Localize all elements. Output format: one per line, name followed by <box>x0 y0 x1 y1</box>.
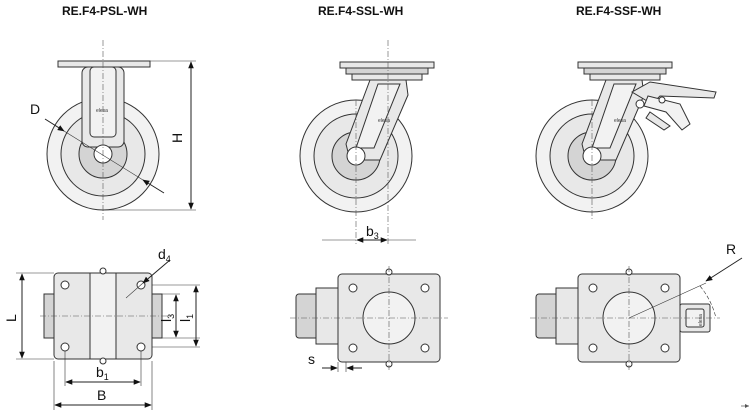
ssf-side-view: elesa <box>535 61 717 220</box>
ssf-mount-hole <box>660 343 670 353</box>
psl-mount-hole <box>136 342 146 352</box>
ssf-brand-label: elesa <box>614 118 626 124</box>
dimension-D: D <box>30 101 40 117</box>
ssf-top-brand-label: elesa <box>698 314 704 326</box>
ssf-swivel-ring <box>583 67 667 75</box>
dimension-B: B <box>97 387 106 403</box>
ssf-brake-pivot <box>635 99 645 109</box>
ssl-top-plate <box>339 61 435 69</box>
ssf-top-plate <box>577 61 673 69</box>
psl-top-view: d4 L l3 l1 b1 B <box>3 246 200 410</box>
dimension-L: L <box>3 314 19 322</box>
dimension-l3-sub: 3 <box>166 314 176 319</box>
ssf-brake-pad <box>645 111 671 131</box>
dimension-l1-sub: 1 <box>185 314 195 319</box>
psl-side-view: elesa H D <box>30 40 196 220</box>
title-ssf: RE.F4-SSF-WH <box>576 4 661 18</box>
ssl-mount-hole <box>348 343 358 353</box>
ssl-side-view: elesa b3 <box>299 40 435 244</box>
psl-brand-label: elesa <box>96 108 108 114</box>
dimension-b3-base: b <box>366 223 374 239</box>
dimension-b3-sub: 3 <box>374 231 379 241</box>
ssl-swivel-ring <box>345 67 429 75</box>
ssl-brand-label: elesa <box>378 118 390 124</box>
ssl-top-view: s <box>290 266 448 372</box>
dimension-l3: l3 <box>158 314 176 322</box>
dimension-s: s <box>308 351 315 367</box>
dimension-H: H <box>169 133 185 143</box>
ssl-mount-hole <box>420 343 430 353</box>
ssl-fork-inner <box>355 83 401 149</box>
dimension-d4: d4 <box>158 246 171 264</box>
psl-mount-hole <box>60 280 70 290</box>
ssf-brake-lever <box>631 81 717 105</box>
ssf-mount-hole <box>588 283 598 293</box>
dimension-R: R <box>726 241 736 257</box>
dimension-d4-sub: 4 <box>166 254 171 264</box>
title-ssl: RE.F4-SSL-WH <box>318 4 403 18</box>
dimension-l3-base: l <box>158 319 174 322</box>
arrow-right-icon <box>741 404 749 408</box>
dimension-b1-sub: 1 <box>104 372 109 382</box>
ssl-swivel-base <box>351 73 423 81</box>
dimension-b1-base: b <box>96 364 104 380</box>
ssf-top-view: elesa R <box>530 241 743 370</box>
ssf-mount-hole <box>660 283 670 293</box>
dimension-b1: b1 <box>96 364 109 382</box>
ssf-swivel-base <box>589 73 661 81</box>
dimension-d4-base: d <box>158 246 166 262</box>
dimension-b3: b3 <box>366 223 379 241</box>
dimension-l1-base: l <box>177 319 193 322</box>
psl-top-plate <box>57 60 151 68</box>
title-psl: RE.F4-PSL-WH <box>62 4 147 18</box>
dimension-l1: l1 <box>177 314 195 322</box>
ssl-mount-hole <box>420 283 430 293</box>
ssf-fork-inner <box>591 83 637 149</box>
psl-mount-hole <box>60 342 70 352</box>
ssf-mount-hole <box>588 343 598 353</box>
ssl-mount-hole <box>348 283 358 293</box>
